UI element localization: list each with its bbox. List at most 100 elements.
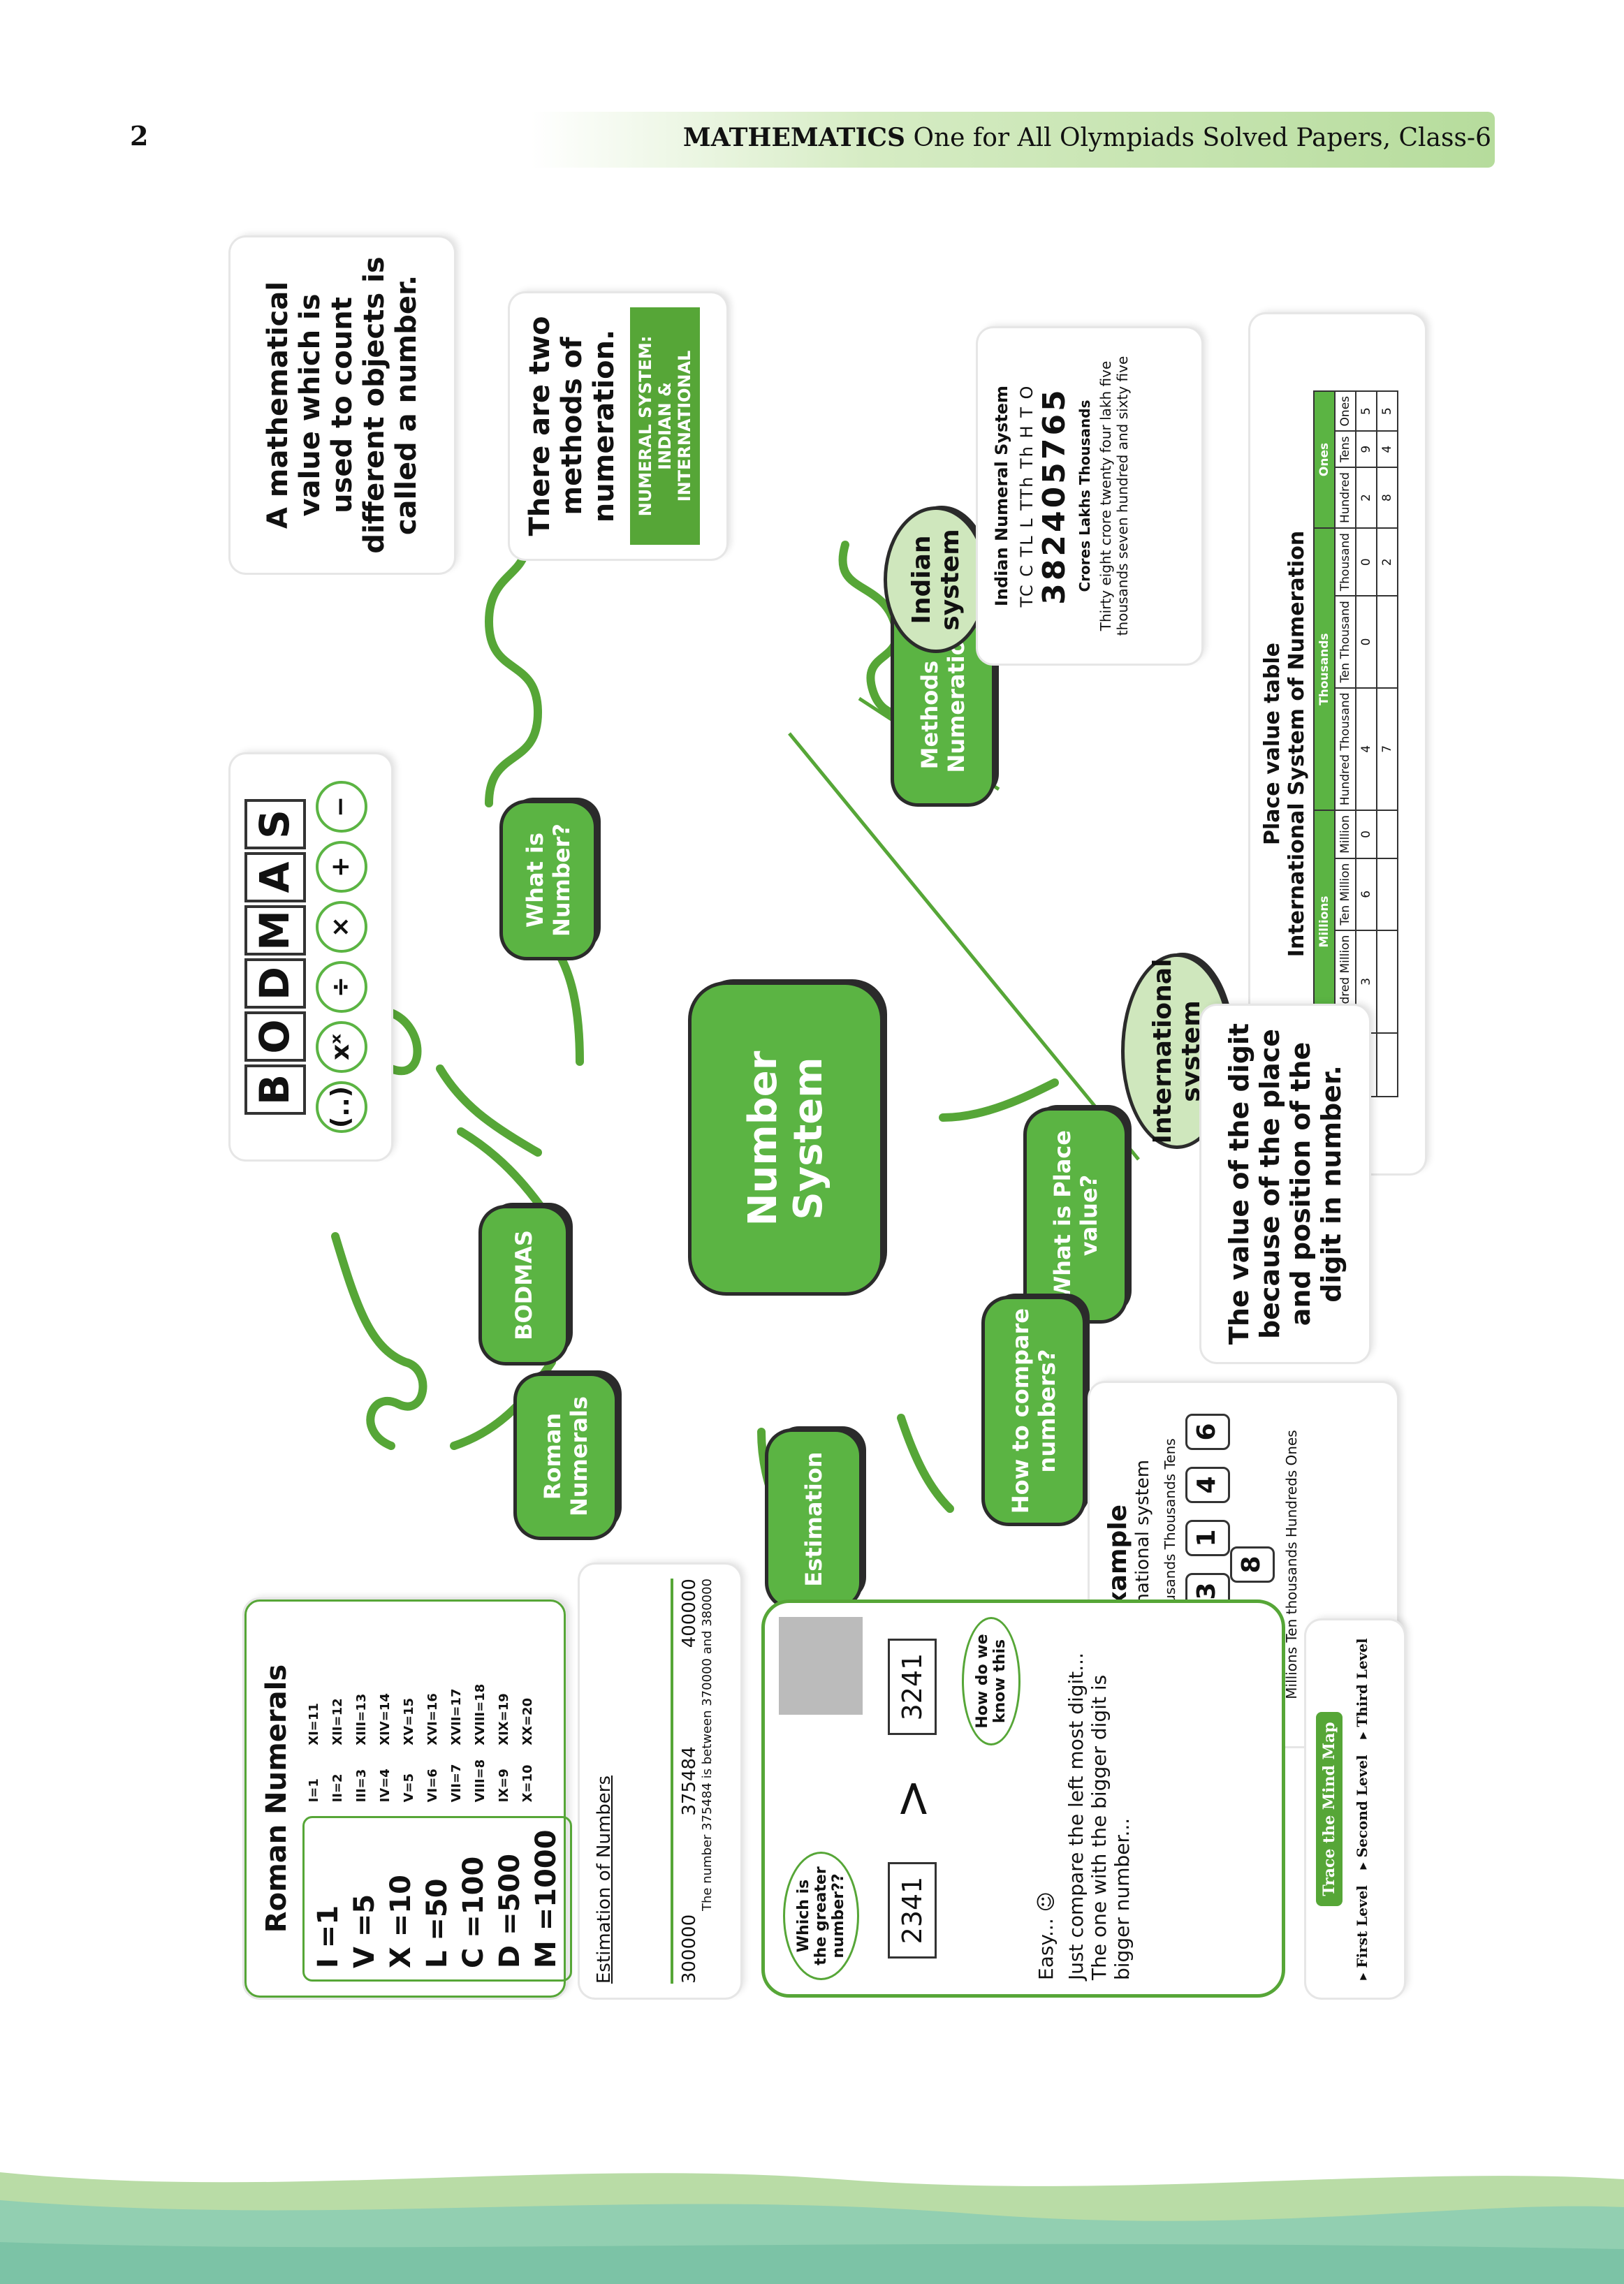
trace-title: Trace the Mind Map <box>1316 1712 1343 1906</box>
trace-level: ▸ First Level <box>1354 1885 1370 1980</box>
students-photo <box>779 1617 863 1715</box>
center-node[interactable]: Number System <box>692 985 880 1292</box>
group-thousands: Thousands <box>1076 400 1093 485</box>
methods-card: There are two methods of numeration. NUM… <box>510 293 726 559</box>
arrow-methods <box>548 939 584 1066</box>
roman-item: II=2 <box>330 1773 345 1803</box>
roman-item: XII=12 <box>330 1698 345 1745</box>
roman-item: XVI=16 <box>425 1693 440 1745</box>
pv-place: Hundred Thousand <box>1335 687 1356 811</box>
question-bubble: Which is the greater number?? <box>782 1852 859 1980</box>
node-roman-label: Roman Numerals <box>539 1396 592 1516</box>
indian-digit: 7 <box>1037 435 1072 460</box>
pv-row2-cell: 5 <box>1377 390 1398 432</box>
roman-item: VII=7 <box>449 1764 464 1803</box>
roman-big-item: V =5 <box>349 1894 381 1968</box>
arrow-bodmas <box>436 1064 542 1157</box>
roman-big-item: L =50 <box>421 1878 453 1968</box>
line-to-international <box>788 732 1140 1161</box>
roman-item: I=1 <box>307 1778 321 1803</box>
trace-level: ▸ Third Level <box>1354 1638 1370 1739</box>
indian-system-label: Indian system <box>907 529 965 631</box>
pv-period: Thousands <box>1314 528 1335 811</box>
arrow-place-value <box>939 1078 1059 1122</box>
indian-place: TTh <box>1017 468 1037 511</box>
bodmas-letter: B <box>244 1064 306 1115</box>
example-label-top: Thousands <box>1162 1469 1178 1550</box>
node-what-is-number[interactable]: What is Number? <box>503 803 594 957</box>
footer-waves <box>0 2172 1624 2284</box>
indian-numeral-card: Indian Numeral System TC C TL L TTh Th H… <box>978 328 1201 664</box>
bodmas-letter: S <box>244 799 306 849</box>
number-definition: A mathematical value which is used to co… <box>262 256 423 554</box>
pv-place: Hundred <box>1335 467 1356 529</box>
roman-item: IX=9 <box>497 1769 511 1803</box>
bodmas-symbol: + <box>316 841 367 893</box>
est-start: 300000 <box>679 1914 700 1984</box>
indian-digit: 8 <box>1037 556 1072 581</box>
estimation-title: Estimation of Numbers <box>594 1775 615 1984</box>
pv-row2-cell: 4 <box>1377 431 1398 468</box>
place-value-def: The value of the digit because of the pl… <box>1224 1023 1347 1345</box>
pv-row2-cell <box>1377 810 1398 858</box>
trace-card: Trace the Mind Map ▸ First Level ▸ Second… <box>1306 1620 1404 1998</box>
pv-number: 2 <box>1356 467 1377 529</box>
pv-place: Million <box>1335 810 1356 858</box>
indian-digit: 2 <box>1037 532 1072 557</box>
bodmas-card: BODMAS (..)xˣ÷×+− <box>231 754 391 1159</box>
indian-digit: 5 <box>1037 387 1072 411</box>
roman-item: III=3 <box>354 1769 369 1803</box>
roman-item: XVIII=18 <box>473 1683 488 1745</box>
trace-level: ▸ Second Level <box>1354 1755 1370 1870</box>
methods-badge: NUMERAL SYSTEM: INDIAN & INTERNATIONAL <box>630 307 700 545</box>
bodmas-letter: D <box>244 958 306 1009</box>
roman-item: XV=15 <box>402 1697 416 1745</box>
example-digit-box: 4 <box>1185 1467 1230 1503</box>
center-line1: Number <box>740 1051 786 1227</box>
bodmas-symbol: ÷ <box>316 961 367 1013</box>
indian-digit: 4 <box>1037 508 1072 532</box>
pv-number: 0 <box>1356 528 1377 596</box>
how-bubble: How do we know this <box>962 1617 1021 1745</box>
example-labels-bottom: Millions Ten thousands Hundreds Ones <box>1283 1397 1300 1732</box>
bodmas-symbol: − <box>316 781 367 833</box>
node-place-value[interactable]: What is Place value? <box>1027 1111 1125 1320</box>
pv-row2-cell <box>1377 596 1398 688</box>
bodmas-letter: M <box>244 905 306 956</box>
indian-digit: 6 <box>1037 411 1072 436</box>
node-roman[interactable]: Roman Numerals <box>517 1376 615 1537</box>
header-subject: MATHEMATICS <box>682 123 905 152</box>
roman-item: XIX=19 <box>497 1693 511 1745</box>
indian-system-ellipse[interactable]: Indian system <box>887 510 985 650</box>
roman-big-item: X =10 <box>385 1875 417 1968</box>
arrow-what-is-number <box>457 1127 556 1227</box>
compare-explanation: Just compare the left most digit... The … <box>1065 1653 1134 1980</box>
indian-digit: 0 <box>1037 483 1072 508</box>
example-digit-box: 6 <box>1185 1414 1230 1450</box>
roman-big-item: D =500 <box>494 1853 526 1968</box>
pv-row2-cell: 8 <box>1377 467 1398 529</box>
node-bodmas[interactable]: BODMAS <box>482 1208 566 1362</box>
bodmas-symbol: xˣ <box>316 1021 367 1073</box>
place-value-table: PeriodsMillionsThousandsOnesPlacesHundre… <box>1313 390 1398 1097</box>
node-compare[interactable]: How to compare numbers? <box>985 1299 1083 1523</box>
compare-card: Which is the greater number?? 2341 > 324… <box>761 1599 1285 1998</box>
bodmas-letter: O <box>244 1011 306 1062</box>
arrow-compare <box>897 1414 954 1513</box>
node-estimation[interactable]: Estimation <box>768 1432 859 1606</box>
indian-place: T <box>1017 399 1037 418</box>
node-bodmas-label: BODMAS <box>511 1230 537 1340</box>
pv-place: Ones <box>1335 390 1356 432</box>
bodmas-symbol: (..) <box>316 1081 367 1133</box>
example-label-top: Tens <box>1162 1438 1178 1470</box>
roman-big-item: M =1000 <box>530 1829 562 1968</box>
indian-words: Thirty eight crore twenty four lakh five… <box>1097 356 1131 636</box>
example-digit-box: 8 <box>1230 1546 1275 1583</box>
indian-place: H <box>1017 417 1037 439</box>
example-label-bottom: Millions <box>1283 1642 1300 1699</box>
header-book-title: One for All Olympiads Solved Papers, Cla… <box>913 124 1491 152</box>
